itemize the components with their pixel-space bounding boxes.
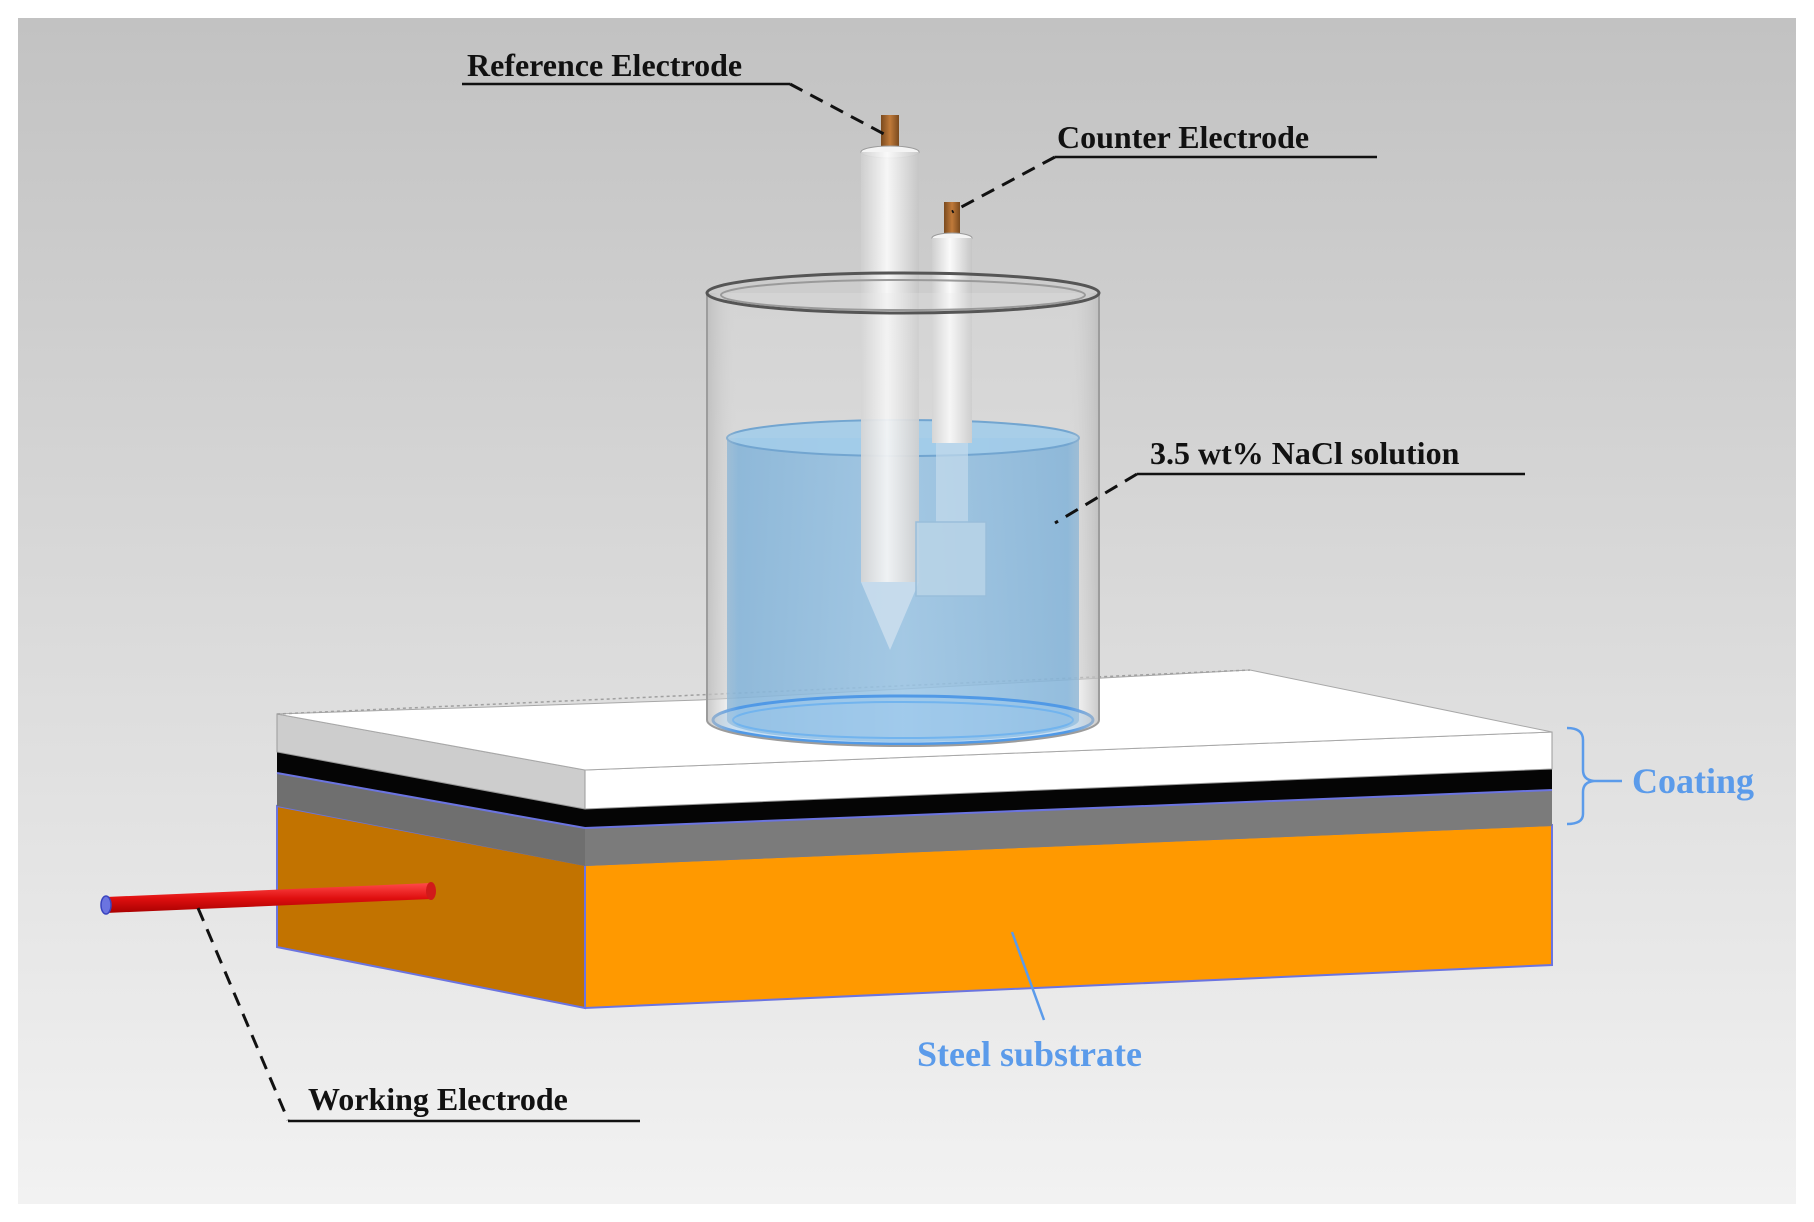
beaker bbox=[705, 115, 1101, 747]
steel-substrate-label: Steel substrate bbox=[917, 1034, 1142, 1074]
wire-end-left bbox=[100, 895, 112, 915]
coating-blue-edge-2 bbox=[584, 789, 1553, 829]
reference-leader-line bbox=[789, 82, 885, 136]
counter-leader-line bbox=[951, 155, 1056, 214]
coating-blue-edge-1 bbox=[276, 772, 586, 829]
coating-black-side bbox=[277, 752, 585, 828]
reference-electrode-tip bbox=[881, 115, 899, 155]
solution-leader-line bbox=[1054, 472, 1138, 525]
steel-substrate bbox=[276, 804, 1553, 1010]
working-electrode-wire bbox=[100, 882, 436, 915]
working-leader-line bbox=[196, 907, 290, 1121]
working-electrode-label: Working Electrode bbox=[308, 1081, 568, 1117]
coating-gray-front bbox=[585, 789, 1552, 866]
counter-electrode-label: Counter Electrode bbox=[1057, 119, 1309, 155]
beaker-glass-wall bbox=[706, 293, 1100, 747]
reference-electrode-label: Reference Electrode bbox=[467, 47, 742, 83]
coating-black-front bbox=[585, 768, 1552, 828]
steel-leader-line bbox=[1010, 931, 1046, 1021]
beaker-rim-inner bbox=[720, 279, 1086, 311]
wire-body bbox=[106, 883, 431, 913]
coating-label: Coating bbox=[1632, 761, 1754, 801]
coating-layers bbox=[276, 669, 1553, 866]
solution-label: 3.5 wt% NaCl solution bbox=[1150, 435, 1460, 471]
counter-electrode-tip bbox=[944, 202, 960, 240]
wire-end-right bbox=[426, 882, 436, 900]
coating-gray-side bbox=[277, 772, 585, 866]
beaker-rim-outer bbox=[705, 271, 1101, 315]
